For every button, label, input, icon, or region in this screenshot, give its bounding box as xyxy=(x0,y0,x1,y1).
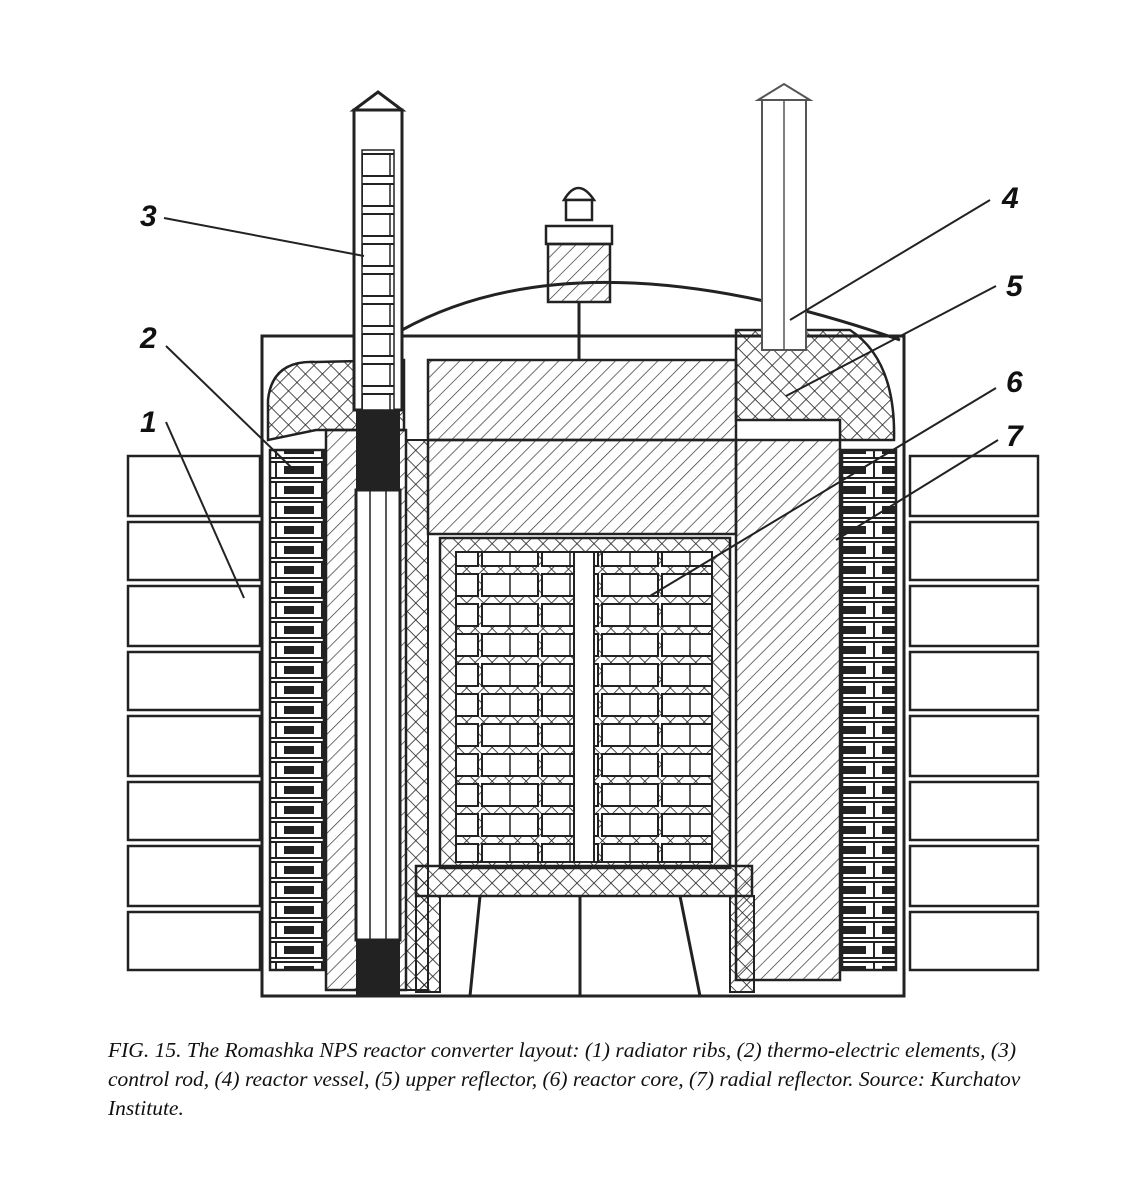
control-rod xyxy=(349,90,407,996)
lower-support xyxy=(415,895,441,993)
upper-reflector-block xyxy=(426,438,738,536)
label-6: 6 xyxy=(1006,366,1023,399)
thermoelectric-column-left xyxy=(268,448,326,972)
label-4: 4 xyxy=(1001,182,1019,215)
label-5: 5 xyxy=(1006,270,1024,303)
radiator-ribs-left xyxy=(126,454,262,972)
upper-drive-right xyxy=(754,82,814,351)
label-3: 3 xyxy=(140,200,157,233)
label-2: 2 xyxy=(139,322,157,355)
lower-reflector xyxy=(414,864,754,898)
core-center-channel xyxy=(573,551,595,863)
label-7: 7 xyxy=(1006,420,1024,453)
thermoelectric-column-right xyxy=(840,448,898,972)
reactor-vessel-dome xyxy=(401,280,901,342)
center-bolt xyxy=(544,186,614,360)
upper-cap-right xyxy=(734,328,896,442)
radial-reflector-right xyxy=(734,438,842,982)
upper-reflector xyxy=(426,358,738,442)
core-fuel-right xyxy=(593,551,713,863)
label-1: 1 xyxy=(140,406,157,439)
reactor-diagram: 1 2 3 4 5 6 7 xyxy=(126,82,1040,998)
radiator-ribs-right xyxy=(908,454,1040,972)
core-fuel-left xyxy=(455,551,575,863)
figure-caption: FIG. 15. The Romashka NPS reactor conver… xyxy=(108,1038,1021,1120)
lower-support-right xyxy=(729,895,755,993)
leader-lines xyxy=(163,199,999,599)
